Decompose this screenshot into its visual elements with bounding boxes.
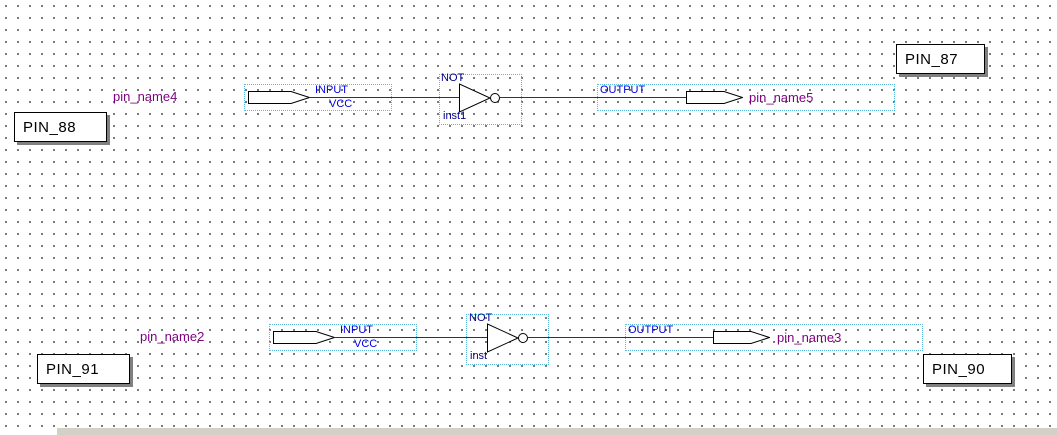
output-pin-name[interactable]: pin_name3 — [777, 330, 842, 345]
not-gate-symbol[interactable] — [487, 323, 529, 353]
not-gate-bounds[interactable] — [466, 314, 549, 365]
wire-segment[interactable] — [500, 97, 687, 98]
input-pin-name[interactable]: pin_name4 — [113, 89, 178, 104]
input-type-label: INPUT — [315, 84, 348, 96]
pin-assignment-box-88[interactable]: PIN_88 — [14, 112, 107, 142]
wire-segment[interactable] — [309, 97, 460, 98]
input-pin-name[interactable]: pin_name2 — [140, 329, 205, 344]
input-default-value-label: VCC — [354, 338, 378, 350]
output-type-label: OUTPUT — [600, 84, 646, 96]
input-default-value-label: VCC — [329, 98, 353, 110]
wire-segment[interactable] — [334, 337, 487, 338]
output-pin-symbol[interactable] — [713, 331, 770, 344]
input-type-label: INPUT — [340, 324, 373, 336]
pin-assignment-box-91[interactable]: PIN_91 — [37, 354, 130, 384]
output-type-label: OUTPUT — [628, 324, 674, 336]
horizontal-scrollbar[interactable] — [57, 428, 1057, 435]
gate-type-label: NOT — [469, 312, 493, 324]
output-pin-symbol[interactable] — [686, 91, 743, 104]
pin-assignment-box-90[interactable]: PIN_90 — [923, 354, 1012, 384]
gate-instance-label[interactable]: inst — [470, 350, 488, 362]
gate-instance-label[interactable]: inst1 — [443, 110, 467, 122]
input-pin-symbol[interactable] — [248, 91, 310, 104]
input-pin-symbol[interactable] — [273, 331, 335, 344]
pin-assignment-box-87[interactable]: PIN_87 — [896, 44, 985, 74]
gate-type-label: NOT — [441, 72, 465, 84]
wire-segment[interactable] — [528, 337, 714, 338]
not-gate-bounds[interactable] — [439, 74, 522, 125]
output-pin-symbol-bounds[interactable] — [625, 324, 923, 351]
output-pin-name[interactable]: pin_name5 — [749, 90, 814, 105]
not-gate-symbol[interactable] — [459, 83, 501, 113]
output-pin-symbol-bounds[interactable] — [597, 84, 895, 111]
